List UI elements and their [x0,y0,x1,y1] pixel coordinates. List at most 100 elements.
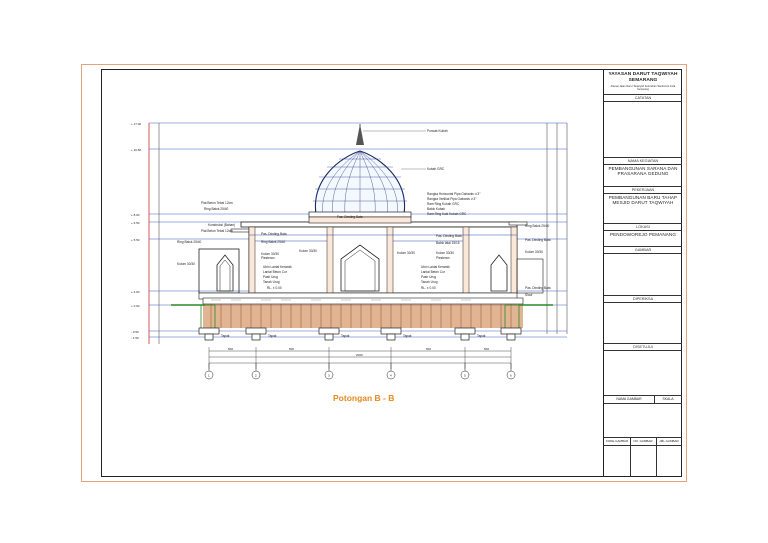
label-kolom-center: Kolom 30/30 [299,249,317,253]
label-kolom-mid-left: Kolom 30/30 [261,252,279,256]
label-pas-dinding-r2: Pas. Dinding Bata [525,238,551,242]
label-pasir-urug: Pasir Urug [263,275,278,279]
sheet-border [81,64,687,482]
grid-label-4: 4 [390,374,392,378]
floor [171,297,553,332]
dimension-labels: 500 500 2000 500 500 [228,347,489,357]
label-rangka-horizontal: Rangka Horizontal Pipa Galvanis ∅3" [427,192,480,196]
level-7: + 0.00 [131,304,140,308]
label-pas-dinding-r1: Pas. Dinding Bata [436,234,462,238]
level-guide-left [148,123,160,344]
label-tanah-urug2: Tanah Urug [421,280,438,284]
label-rangka-vertikal: Rangka Vertikal Pipa Galvanis ∅3" [427,197,476,201]
label-ram-ring-kaki: Ram Ring Kaki Kubah GRC [427,212,467,216]
dimension-lines [208,347,512,369]
label-kolom-right: Kolom 30/30 [525,250,543,254]
label-tapak-3: Tapak [341,334,350,338]
walls [198,226,544,300]
col-jumlah: JML GAMBAR [656,437,682,446]
label-balok-kubah: Balok Kubah [427,207,445,211]
grid-labels: 1 2 3 4 5 6 [208,374,512,378]
kegiatan-value: PEMBANGUNAN SARANA DAN PRASARANA GEDUNG [608,166,678,177]
label-ring-balok-top: Ring Balok 25/40 [204,207,229,211]
label-tanah-urug: Tanah Urug [263,280,280,284]
dome [308,124,412,218]
label-pasir-urug2: Pasir Urug [421,275,436,279]
label-ring-balok-right: Ring Balok 25/40 [525,224,550,228]
label-puncak-kubah: Puncak Kubah [427,129,448,133]
label-plat-beton-bawah: Plat Beton Tebal 12cm [201,229,233,233]
level-8: - 0.50 [131,330,139,334]
label-lantai-2: RL. ± 0.00 [421,286,436,290]
label-kolom-mid-right: Kolom 30/30 [436,251,454,255]
grid-axes [204,363,516,380]
heading-gambar: GAMBAR [604,246,682,254]
dim-2: 500 [289,347,294,351]
title-block: YAYASAN DARUT TAQWIYAH SEMARANG Alamat J… [603,69,682,477]
heading-lokasi: LOKASI [604,223,682,231]
col-kode-gambar: KODE GAMBAR [604,437,631,446]
label-tapak-1: Tapak [221,334,230,338]
label-pas-dinding-left: Pas. Dinding Bata [261,232,287,236]
col-divider-2 [656,445,657,477]
heading-disetujui: DISETUJUI [604,343,682,351]
grid-label-3: 3 [328,374,330,378]
level-1: + 17.00 [131,122,141,126]
dim-1: 500 [228,347,233,351]
label-lantai-beton2: Lantai Beton Cor [421,270,446,274]
grid-label-6: 6 [510,374,512,378]
col-nama-gambar: NAMA GAMBAR [604,395,655,404]
label-ubin-keramik2: Ubin Lantai Keramik [421,265,450,269]
label-lantai-beton: Lantai Beton Cor [263,270,288,274]
divider-2 [604,437,682,438]
label-balok-latai: Balok latai 15/15 [436,241,460,245]
heading-nama-kegiatan: NAMA KEGIATAN [604,157,682,165]
owner-name: YAYASAN DARUT TAQWIYAH [608,72,678,77]
drawing-frame [101,69,682,477]
label-pas-dinding-low: Pas. Dinding Bata [525,286,551,290]
owner-address: Alamat Jalan Darul Taqwiyah Kelurahan Sa… [610,85,676,91]
drawing-title: Potongan B - B [333,393,394,403]
label-tapak-5: Tapak [477,334,486,338]
grid-label-1: 1 [208,374,210,378]
label-tapak-2: Tapak [268,334,277,338]
col-no-gambar: NO. GAMBAR [630,437,657,446]
level-guide-right [546,123,568,334]
level-6: + 4.00 [131,290,140,294]
roof-slab [230,216,528,233]
col-skala: SKALA [654,395,682,404]
label-ring-balok-far: Ring Balok 25/40 [177,240,202,244]
label-pas-dinding-top: Pas. Dinding Bata [337,215,363,219]
label-plesteran2: Plesteran [436,256,450,260]
level-2: + 16.50 [131,148,141,152]
pekerjaan-value: PEMBANGUNAN BARU TAHAP MESJID DARUT TAQW… [608,195,678,206]
level-4: + 6.50 [131,221,140,225]
heading-diperiksa: DIPERIKSA [604,295,682,303]
label-ram-ring-kubah: Ram Ring Kubah GRC [427,202,460,206]
heading-catatan: CATATAN [604,94,682,102]
owner-city: SEMARANG [628,78,658,83]
divider [604,395,682,396]
label-lantai-1: RL. ± 0.00 [267,286,282,290]
section-drawing: + 17.00 + 16.50 + 8.00 + 6.50 + 5.50 + 4… [131,122,568,403]
grid-label-5: 5 [464,374,466,378]
label-ubin-keramik: Ubin Lantai Keramik [263,265,292,269]
label-ring-balok-left: Ring Balok 25/40 [261,240,286,244]
heading-pekerjaan: PEKERJAAN [604,186,682,194]
grid-label-2: 2 [255,374,257,378]
label-sloof: Sloof [525,293,532,297]
lokasi-value: PENDOWOREJO PEMANANG [609,232,677,237]
annotations: Puncak Kubah Kubah GRC Rangka Horizontal… [177,129,551,338]
label-tapak-4: Tapak [403,334,412,338]
col-divider-1 [630,445,631,477]
label-kolom-left: Kolom 30/30 [177,262,195,266]
dim-5: 500 [484,347,489,351]
dim-4: 500 [426,347,431,351]
level-9: - 1.50 [131,336,139,340]
label-plat-beton-atas: Plat Beton Tebal 12cm [201,201,233,205]
level-5: + 5.50 [131,238,140,242]
label-kubah-grc: Kubah GRC [427,167,445,171]
level-labels: + 17.00 + 16.50 + 8.00 + 6.50 + 5.50 + 4… [131,122,141,340]
dim-3: 2000 [356,353,363,357]
level-3: + 8.00 [131,213,140,217]
